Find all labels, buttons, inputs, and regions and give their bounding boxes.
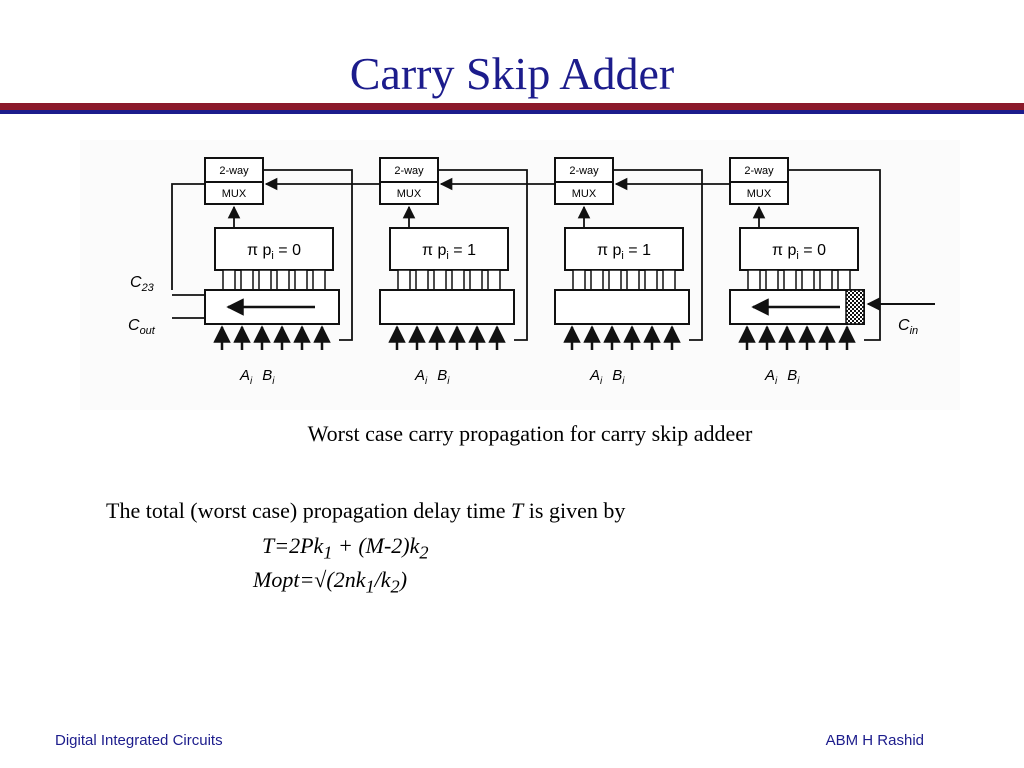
mux-label-mux-3: MUX [572, 188, 597, 200]
mux-label-way-2: 2-way [394, 165, 424, 177]
cout-label: Cout [128, 317, 156, 337]
mux-top-1 [204, 157, 264, 183]
pi-box-4 [739, 227, 859, 271]
pi-box-3 [564, 227, 684, 271]
c23-output-line [171, 183, 205, 290]
pi-condition-2: π pi = 1 [422, 242, 476, 262]
variable-t: T [511, 498, 524, 523]
pi-condition-4: π pi = 0 [772, 242, 826, 262]
mux-label-mux-4: MUX [747, 188, 772, 200]
title-rule-red [0, 103, 1024, 110]
title-rule-blue [0, 110, 1024, 114]
mux-label-way-3: 2-way [569, 165, 599, 177]
mux-label-way-1: 2-way [219, 165, 249, 177]
mux-bottom-2 [379, 181, 439, 205]
mux-label-mux-2: MUX [397, 188, 422, 200]
pi-box-2 [389, 227, 509, 271]
mux-bottom-4 [729, 181, 789, 205]
pi-condition-3: π pi = 1 [597, 242, 651, 262]
delay-description: The total (worst case) propagation delay… [106, 498, 626, 523]
equation-mopt: Mopt=√(2nk1/k2) [253, 567, 408, 597]
mux-bottom-1 [204, 181, 264, 205]
mux-top-2 [379, 157, 439, 183]
footer-course: Digital Integrated Circuits [55, 732, 223, 749]
c23-label: C23 [130, 274, 155, 294]
pi-condition-1: π pi = 0 [247, 242, 301, 262]
mux-label-mux-1: MUX [222, 188, 247, 200]
mux-bottom-3 [554, 181, 614, 205]
diagram-caption: Worst case carry propagation for carry s… [307, 421, 753, 446]
carry-in-cell [845, 289, 865, 325]
mux-label-way-4: 2-way [744, 165, 774, 177]
equation-delay: T=2Pk1 + (M-2)k2 [262, 533, 429, 563]
footer-author: ABM H Rashid [825, 732, 924, 749]
adder-box-2 [379, 289, 515, 325]
slide-title: Carry Skip Adder [349, 48, 675, 99]
adder-box-3 [554, 289, 690, 325]
pi-box-1 [214, 227, 334, 271]
cin-label: Cin [898, 317, 918, 337]
